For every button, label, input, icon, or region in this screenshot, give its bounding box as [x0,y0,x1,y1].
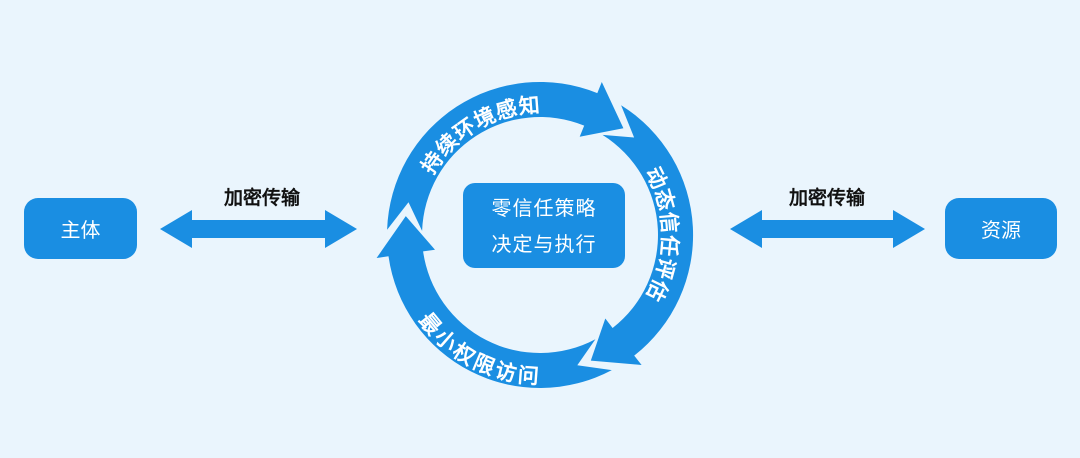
center-line-1: 零信任策略 [491,195,597,220]
evaluate-arrow [590,105,694,365]
zero-trust-policy-box: 零信任策略 决定与执行 [463,183,625,268]
subject-node: 主体 [24,198,137,259]
center-line-2: 决定与执行 [491,231,597,256]
subject-label: 主体 [60,218,101,242]
right-double-arrow [730,210,925,248]
right-link-label: 加密传输 [788,187,865,209]
left-double-arrow [160,210,357,248]
access-arrow [376,216,612,388]
resource-node: 资源 [945,198,1057,259]
sense-arrow [387,81,624,231]
left-link-label: 加密传输 [223,187,300,209]
resource-label: 资源 [981,218,1021,242]
